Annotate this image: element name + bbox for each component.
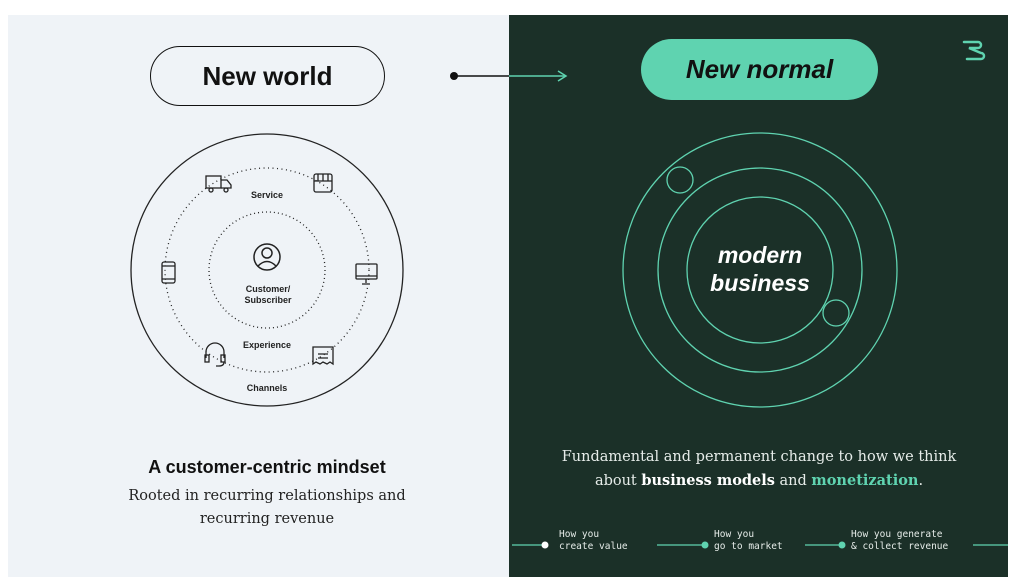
step-revenue: How you generate& collect revenue: [851, 529, 948, 553]
customer-diagram: [130, 133, 404, 407]
logo-icon: [962, 40, 986, 61]
headset-icon: [204, 342, 226, 367]
step-line1: How you: [714, 529, 755, 540]
truck-icon: [205, 175, 232, 193]
phone-icon: [161, 261, 176, 284]
customer-label: Customer/Subscriber: [244, 284, 291, 306]
timeline: [512, 541, 1008, 549]
left-heading: A customer-centric mindset: [148, 457, 386, 477]
channels-label: Channels: [246, 383, 288, 393]
step-line2: & collect revenue: [851, 541, 949, 552]
new-world-pill: New world: [150, 46, 385, 106]
new-world-label: New world: [202, 60, 333, 91]
desc-bold: business models: [641, 472, 775, 489]
arrow: [450, 70, 568, 82]
right-panel: [509, 15, 1008, 577]
step-line2: go to market: [714, 541, 783, 552]
right-description: Fundamental and permanent change to how …: [559, 446, 959, 493]
step-line1: How you generate: [851, 529, 943, 540]
user-icon: [253, 243, 281, 271]
new-normal-pill: New normal: [641, 39, 878, 100]
store-icon: [313, 173, 333, 193]
desc-text: Fundamental and permanent change to how …: [561, 449, 957, 489]
customer-line1: Customer/: [245, 284, 291, 294]
service-label: Service: [250, 190, 284, 200]
step-line1: How you: [559, 529, 600, 540]
desc-and: and: [774, 473, 812, 489]
receipt-icon: [312, 346, 334, 366]
orbit-diagram: [622, 132, 898, 408]
modern-line: modern: [717, 242, 803, 268]
customer-line2: Subscriber: [244, 295, 292, 305]
left-panel: [8, 15, 509, 577]
left-subtitle: Rooted in recurring relationships and re…: [128, 488, 406, 527]
new-normal-label: New normal: [685, 54, 834, 84]
experience-label: Experience: [242, 340, 292, 350]
business-line: business: [710, 270, 810, 296]
desc-end: .: [918, 473, 924, 489]
desc-accent: monetization: [811, 472, 919, 489]
monitor-icon: [355, 263, 378, 285]
step-line2: create value: [559, 541, 628, 552]
